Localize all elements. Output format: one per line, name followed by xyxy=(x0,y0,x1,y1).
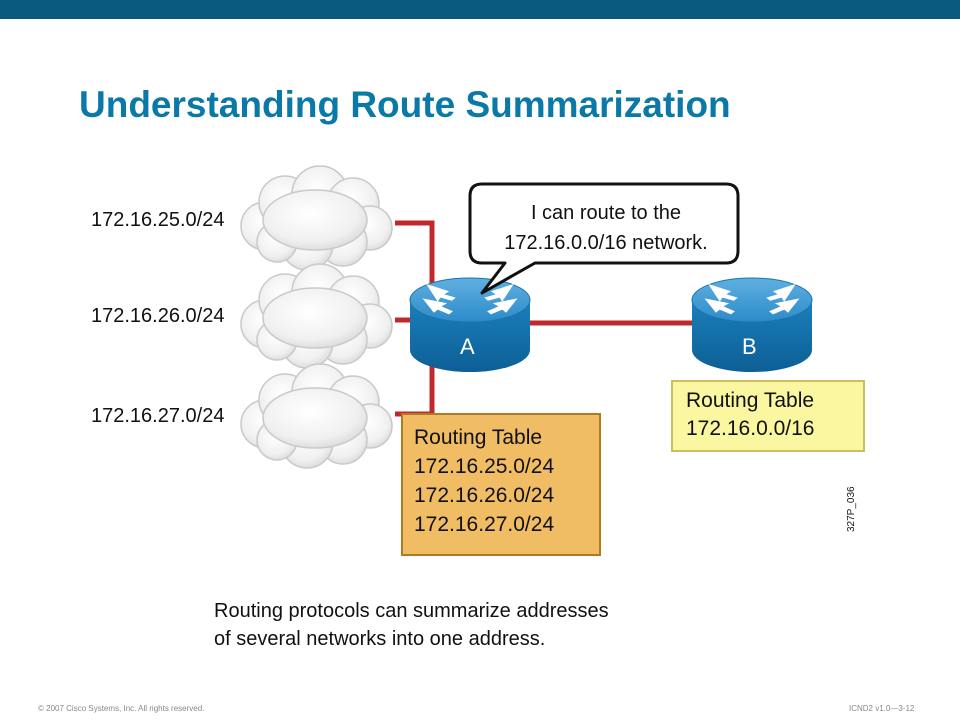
caption-line-2: of several networks into one address. xyxy=(214,628,546,650)
routing-table-a-title: Routing Table xyxy=(414,426,543,449)
network-label-3: 172.16.27.0/24 xyxy=(91,405,225,427)
header-bar xyxy=(0,0,960,19)
callout-line-1: I can route to the xyxy=(530,202,682,224)
copyright-footer: © 2007 Cisco Systems, Inc. All rights re… xyxy=(38,704,205,713)
router-b-label: B xyxy=(742,334,757,359)
network-label-1: 172.16.25.0/24 xyxy=(91,209,225,231)
routing-table-b: Routing Table 172.16.0.0/16 xyxy=(671,380,865,452)
speech-bubble xyxy=(468,182,740,295)
caption-line-1: Routing protocols can summarize addresse… xyxy=(214,600,609,622)
router-b-icon xyxy=(691,277,813,372)
router-a-label: A xyxy=(460,334,475,359)
cloud-icon xyxy=(240,165,393,271)
router-a-icon xyxy=(409,277,531,372)
slide-title: Understanding Route Summarization xyxy=(79,84,731,125)
routing-table-a-entry: 172.16.27.0/24 xyxy=(414,513,555,536)
callout-text: I can route to the 172.16.0.0/16 network… xyxy=(474,198,738,258)
routing-table-a-entry: 172.16.26.0/24 xyxy=(414,484,555,507)
figure-id: 327P_036 xyxy=(846,486,857,532)
cloud-icon xyxy=(240,363,393,469)
slide-caption: Routing protocols can summarize addresse… xyxy=(214,597,609,653)
cloud-icon xyxy=(240,263,393,369)
routing-table-b-title: Routing Table xyxy=(686,389,815,412)
routing-table-b-entry: 172.16.0.0/16 xyxy=(686,417,815,440)
link-net25 xyxy=(395,220,435,290)
network-label-2: 172.16.26.0/24 xyxy=(91,305,225,327)
routing-table-a: Routing Table 172.16.25.0/24 172.16.26.0… xyxy=(401,413,601,556)
callout-line-2: 172.16.0.0/16 network. xyxy=(504,232,708,254)
routing-table-a-entry: 172.16.25.0/24 xyxy=(414,455,555,478)
slide-number-footer: ICND2 v1.0—3-12 xyxy=(849,704,915,713)
